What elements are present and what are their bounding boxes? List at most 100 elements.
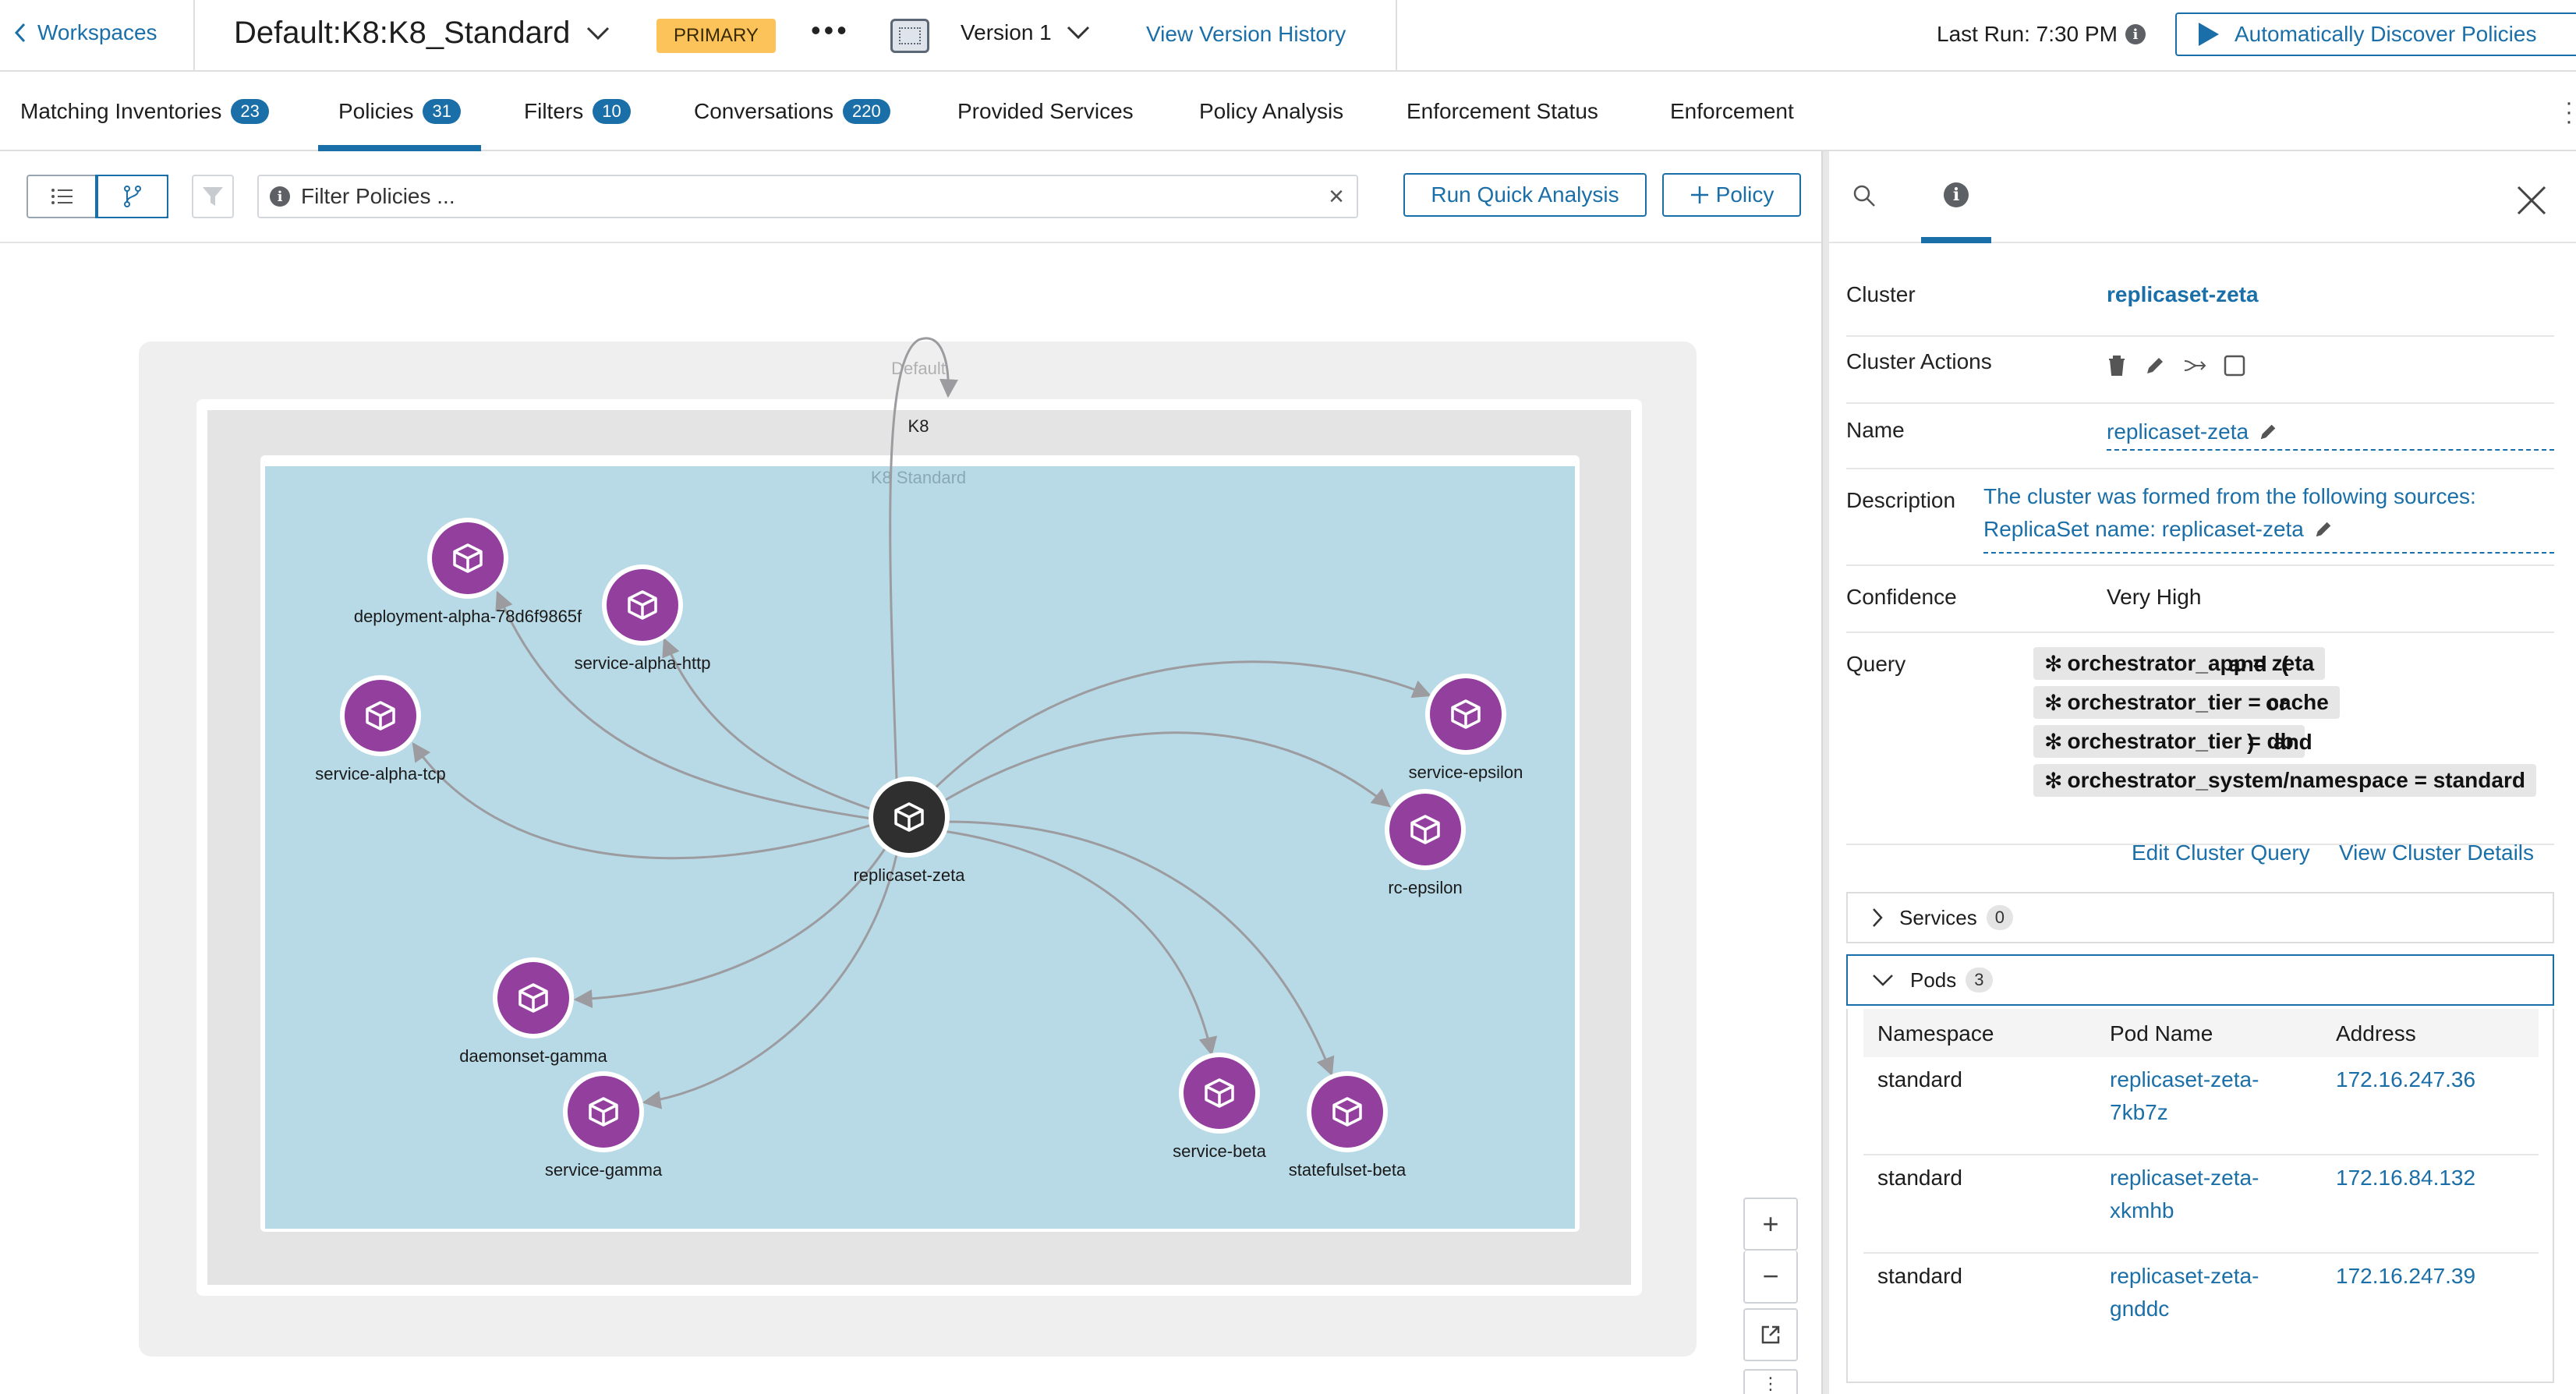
column-header-address[interactable]: Address: [2336, 1021, 2416, 1046]
graph-node-deployment-alpha[interactable]: deployment-alpha-78d6f9865f: [354, 518, 582, 626]
tab-policies[interactable]: Policies 31: [318, 73, 481, 151]
panel-resize-handle[interactable]: [1821, 151, 1829, 1394]
graph-node-service-gamma[interactable]: service-gamma: [545, 1071, 663, 1180]
policy-edge-daemonset-gamma[interactable]: [573, 844, 889, 1009]
policy-edge-rc-epsilon[interactable]: [939, 731, 1391, 808]
info-icon[interactable]: i: [2125, 24, 2146, 44]
graph-node-daemonset-gamma[interactable]: daemonset-gamma: [459, 957, 608, 1066]
more-options-icon[interactable]: •••: [811, 14, 850, 46]
filter-policies-input[interactable]: [301, 184, 1306, 209]
scope-k8-standard-label: K8 Standard: [871, 468, 966, 487]
more-tabs-icon[interactable]: ···: [2565, 90, 2573, 134]
list-view-button[interactable]: [28, 176, 97, 217]
info-icon[interactable]: i: [270, 186, 290, 207]
version-compare-icon[interactable]: [890, 19, 929, 53]
pencil-icon[interactable]: [2313, 519, 2334, 540]
pod-name-link[interactable]: replicaset-zeta-: [2110, 1264, 2259, 1288]
policy-graph[interactable]: Default K8 K8 Standard deployment-alpha-…: [0, 245, 1821, 1394]
pod-name-link[interactable]: xkmhb: [2110, 1198, 2174, 1222]
column-header-namespace[interactable]: Namespace: [1877, 1021, 1994, 1046]
merge-arrow-icon[interactable]: [2183, 356, 2206, 375]
graph-node-service-alpha-http[interactable]: service-alpha-http: [575, 564, 711, 673]
cube-icon: [628, 590, 657, 620]
view-cluster-details-link[interactable]: View Cluster Details: [2339, 840, 2535, 865]
pods-table-header: Namespace Pod Name Address: [1863, 1009, 2539, 1057]
view-version-history-link[interactable]: View Version History: [1146, 22, 1346, 46]
graph-view-button[interactable]: [95, 175, 168, 218]
version-selector[interactable]: Version 1: [961, 20, 1091, 45]
policy-edge-statefulset-beta[interactable]: [946, 820, 1335, 1077]
pods-section-header[interactable]: Pods 3: [1846, 954, 2554, 1006]
back-label: Workspaces: [37, 20, 157, 44]
fit-view-button[interactable]: [1743, 1308, 1798, 1361]
tab-info[interactable]: i: [1921, 182, 1991, 243]
policy-edge-service-alpha-tcp[interactable]: [412, 742, 872, 860]
pod-name-link[interactable]: 7kb7z: [2110, 1100, 2168, 1124]
graph-node-service-beta[interactable]: service-beta: [1173, 1053, 1267, 1161]
node-label: deployment-alpha-78d6f9865f: [354, 607, 582, 626]
primary-badge: PRIMARY: [656, 19, 776, 53]
add-policy-button[interactable]: Policy: [1662, 173, 1801, 217]
graph-node-rc-epsilon[interactable]: rc-epsilon: [1385, 789, 1466, 897]
clear-filter-icon[interactable]: ×: [1329, 181, 1344, 211]
close-panel-button[interactable]: [2515, 184, 2548, 221]
search-icon: [1853, 185, 1875, 207]
pod-name-link[interactable]: gnddc: [2110, 1297, 2170, 1321]
checkbox-icon[interactable]: [2224, 355, 2245, 377]
cube-icon: [1410, 815, 1440, 844]
confidence-value: Very High: [2107, 585, 2202, 609]
pencil-icon[interactable]: [2258, 422, 2278, 442]
column-header-pod-name[interactable]: Pod Name: [2110, 1021, 2213, 1046]
chevron-right-icon: [1873, 908, 1883, 927]
filter-toggle-button[interactable]: [192, 175, 234, 218]
run-quick-analysis-button[interactable]: Run Quick Analysis: [1403, 173, 1647, 217]
cluster-actions-row: Cluster Actions: [1846, 337, 2554, 404]
pod-address-link[interactable]: 172.16.84.132: [2336, 1166, 2476, 1190]
graph-node-service-epsilon[interactable]: service-epsilon: [1409, 674, 1523, 782]
graph-node-replicaset-zeta[interactable]: replicaset-zeta: [853, 777, 965, 885]
policy-edge-service-gamma[interactable]: [642, 854, 898, 1109]
pod-address-link[interactable]: 172.16.247.36: [2336, 1067, 2476, 1091]
policy-edge-deployment-alpha[interactable]: [495, 590, 872, 820]
pod-address-link[interactable]: 172.16.247.39: [2336, 1264, 2476, 1288]
chevron-down-icon: [1067, 26, 1089, 40]
tab-count: 23: [231, 99, 269, 124]
pencil-icon[interactable]: [2144, 355, 2166, 377]
cluster-details-panel: i Cluster replicaset-zeta Cluster Action…: [1829, 151, 2576, 1394]
more-canvas-options-icon[interactable]: ⋮: [1743, 1369, 1798, 1394]
name-label: Name: [1846, 418, 1905, 442]
trash-icon[interactable]: [2107, 354, 2127, 377]
tab-search[interactable]: [1829, 182, 1899, 242]
graph-node-service-alpha-tcp[interactable]: service-alpha-tcp: [315, 675, 446, 784]
tab-policy-analysis[interactable]: Policy Analysis: [1199, 73, 1343, 150]
policy-edge-k8-scope[interactable]: [889, 337, 958, 780]
tab-label: Policies: [338, 99, 414, 123]
back-to-workspaces-link[interactable]: Workspaces: [14, 20, 157, 45]
zoom-in-button[interactable]: +: [1743, 1198, 1798, 1251]
policy-graph-canvas[interactable]: Default K8 K8 Standard deployment-alpha-…: [0, 245, 1821, 1394]
description-editable[interactable]: The cluster was formed from the followin…: [1983, 480, 2554, 554]
pod-name-link[interactable]: replicaset-zeta-: [2110, 1166, 2259, 1190]
tab-matching-inventories[interactable]: Matching Inventories 23: [20, 73, 269, 150]
tab-filters[interactable]: Filters 10: [524, 73, 631, 150]
zoom-out-button[interactable]: −: [1743, 1251, 1798, 1304]
services-section-header[interactable]: Services 0: [1846, 892, 2554, 943]
policy-edge-service-epsilon[interactable]: [931, 660, 1432, 792]
tab-enforcement[interactable]: Enforcement: [1670, 73, 1794, 150]
tab-provided-services[interactable]: Provided Services: [957, 73, 1134, 150]
graph-node-statefulset-beta[interactable]: statefulset-beta: [1289, 1071, 1407, 1180]
query-filter-chip: ✻ orchestrator_app = zeta: [2033, 647, 2326, 680]
tab-enforcement-status[interactable]: Enforcement Status: [1407, 73, 1598, 150]
discover-policies-button[interactable]: Automatically Discover Policies: [2175, 12, 2576, 56]
tab-conversations[interactable]: Conversations 220: [694, 73, 890, 150]
cluster-row: Cluster replicaset-zeta: [1846, 271, 2554, 337]
policy-edge-service-beta[interactable]: [943, 830, 1218, 1056]
description-line-1: The cluster was formed from the followin…: [1983, 484, 2476, 508]
name-editable[interactable]: replicaset-zeta: [2107, 415, 2554, 451]
policy-edge-service-alpha-http[interactable]: [662, 637, 872, 811]
edit-cluster-query-link[interactable]: Edit Cluster Query: [2132, 840, 2310, 865]
confidence-label: Confidence: [1846, 585, 1957, 609]
workspace-selector[interactable]: Default:K8:K8_Standard: [234, 16, 610, 51]
pod-name-link[interactable]: replicaset-zeta-: [2110, 1067, 2259, 1091]
